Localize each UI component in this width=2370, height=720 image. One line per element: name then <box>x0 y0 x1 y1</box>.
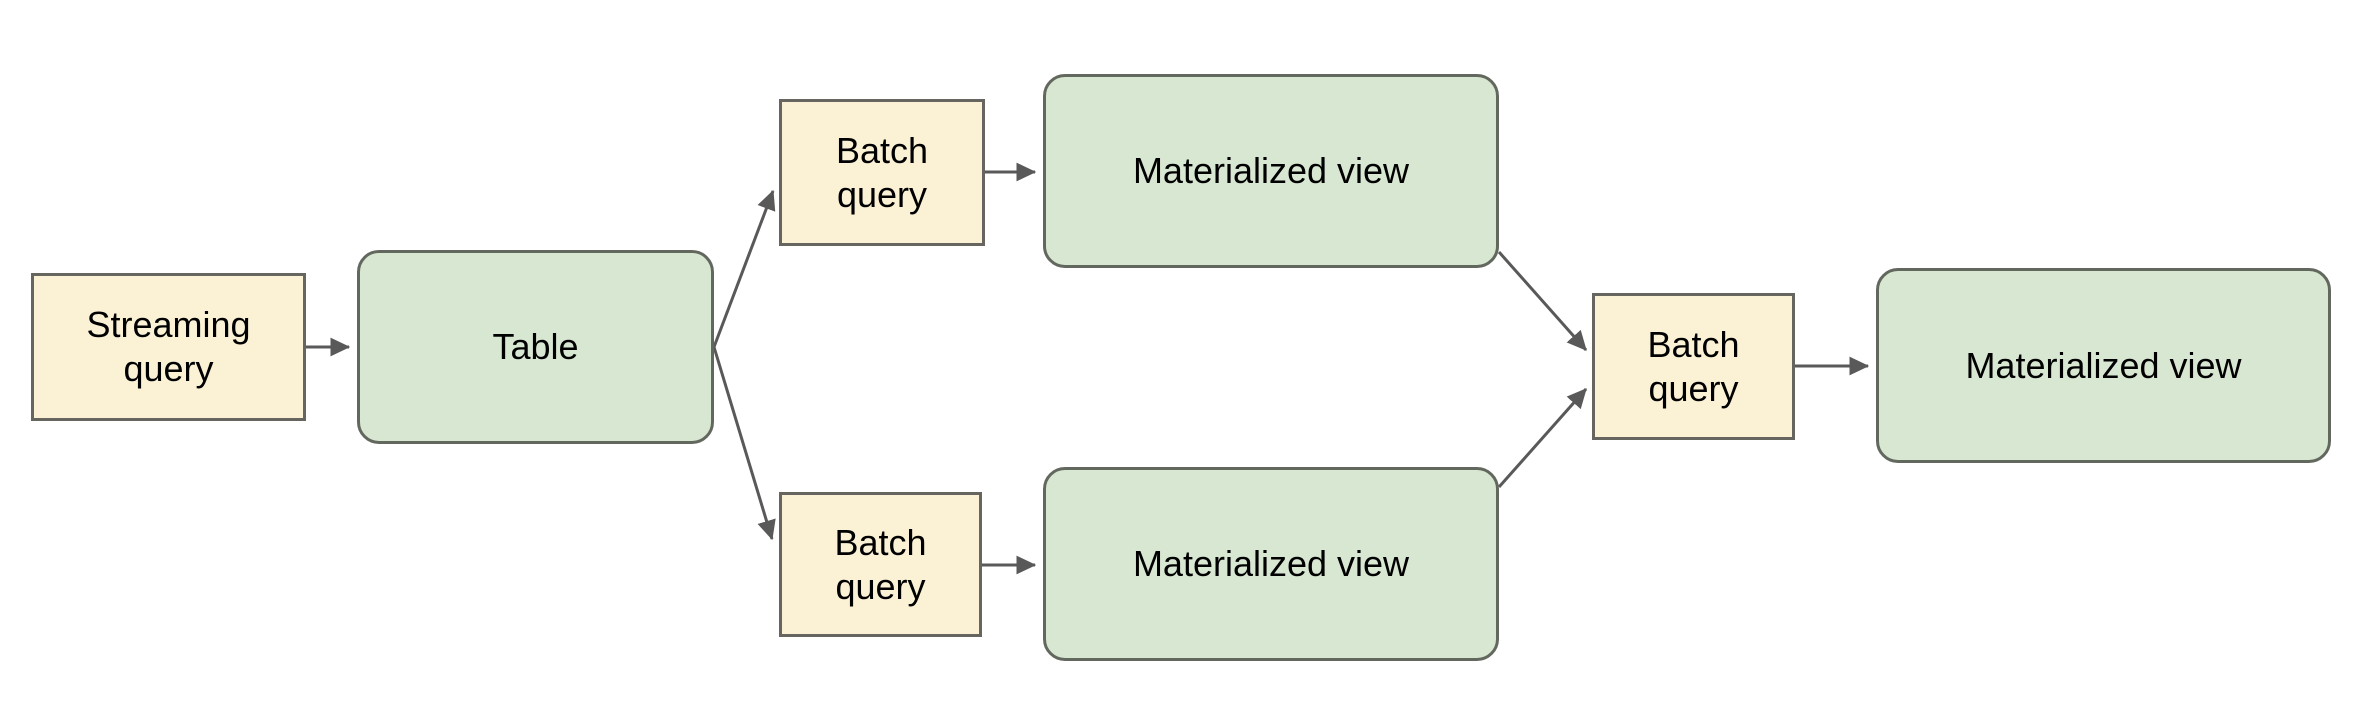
node-materialized-view-bottom[interactable]: Materialized view <box>1043 467 1499 661</box>
node-table[interactable]: Table <box>357 250 714 444</box>
node-batch-query-bottom[interactable]: Batch query <box>779 492 982 637</box>
node-batch-query-bottom-label: Batch query <box>834 521 927 607</box>
node-batch-query-top-label: Batch query <box>835 129 929 215</box>
node-batch-query-top[interactable]: Batch query <box>779 99 985 246</box>
node-materialized-view-final[interactable]: Materialized view <box>1876 268 2331 463</box>
edge-table-to-batch-bottom <box>712 346 776 541</box>
edge-mv-bottom-to-batch-join <box>1497 388 1588 488</box>
node-table-label: Table <box>492 326 579 368</box>
node-materialized-view-top[interactable]: Materialized view <box>1043 74 1499 268</box>
edge-mv-top-to-batch-join <box>1497 251 1588 351</box>
node-materialized-view-final-label: Materialized view <box>1965 344 2242 386</box>
node-streaming-query[interactable]: Streaming query <box>31 273 306 421</box>
node-batch-query-join[interactable]: Batch query <box>1592 293 1795 440</box>
node-streaming-query-label: Streaming query <box>86 304 251 389</box>
edge-table-to-batch-top <box>712 189 776 348</box>
node-materialized-view-bottom-label: Materialized view <box>1132 543 1410 585</box>
node-batch-query-join-label: Batch query <box>1647 323 1740 409</box>
node-materialized-view-top-label: Materialized view <box>1132 150 1410 192</box>
